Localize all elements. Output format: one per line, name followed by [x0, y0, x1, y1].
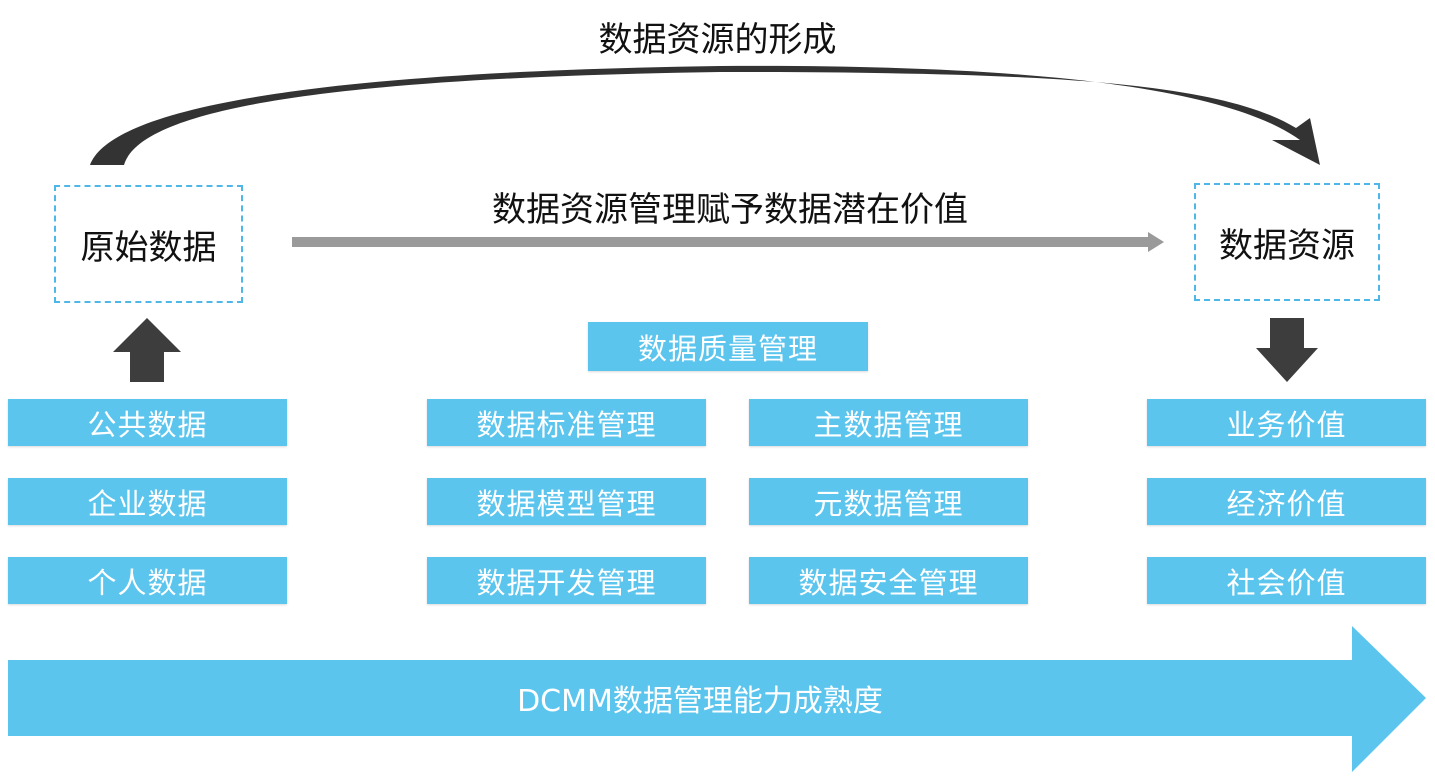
mgmt-data-standard: 数据标准管理: [427, 399, 706, 446]
source-public-data: 公共数据: [8, 399, 287, 446]
value-social: 社会价值: [1147, 557, 1426, 604]
data-resource-box: 数据资源: [1194, 183, 1380, 301]
value-economic: 经济价值: [1147, 478, 1426, 525]
management-flow-arrow: [292, 232, 1164, 252]
mgmt-metadata: 元数据管理: [749, 478, 1028, 525]
down-arrow-icon: [1256, 318, 1318, 382]
mgmt-data-security: 数据安全管理: [749, 557, 1028, 604]
mgmt-data-development: 数据开发管理: [427, 557, 706, 604]
formation-arc-arrow: [90, 65, 1320, 165]
up-arrow-icon: [113, 318, 181, 382]
formation-title: 数据资源的形成: [598, 20, 837, 60]
raw-data-box: 原始数据: [54, 185, 243, 303]
mgmt-master-data: 主数据管理: [749, 399, 1028, 446]
mgmt-data-quality: 数据质量管理: [588, 322, 868, 371]
maturity-banner-label: DCMM数据管理能力成熟度: [517, 684, 883, 719]
source-personal-data: 个人数据: [8, 557, 287, 604]
source-enterprise-data: 企业数据: [8, 478, 287, 525]
value-business: 业务价值: [1147, 399, 1426, 446]
management-caption: 数据资源管理赋予数据潜在价值: [492, 190, 968, 230]
maturity-banner-arrow: [8, 626, 1426, 772]
mgmt-data-model: 数据模型管理: [427, 478, 706, 525]
